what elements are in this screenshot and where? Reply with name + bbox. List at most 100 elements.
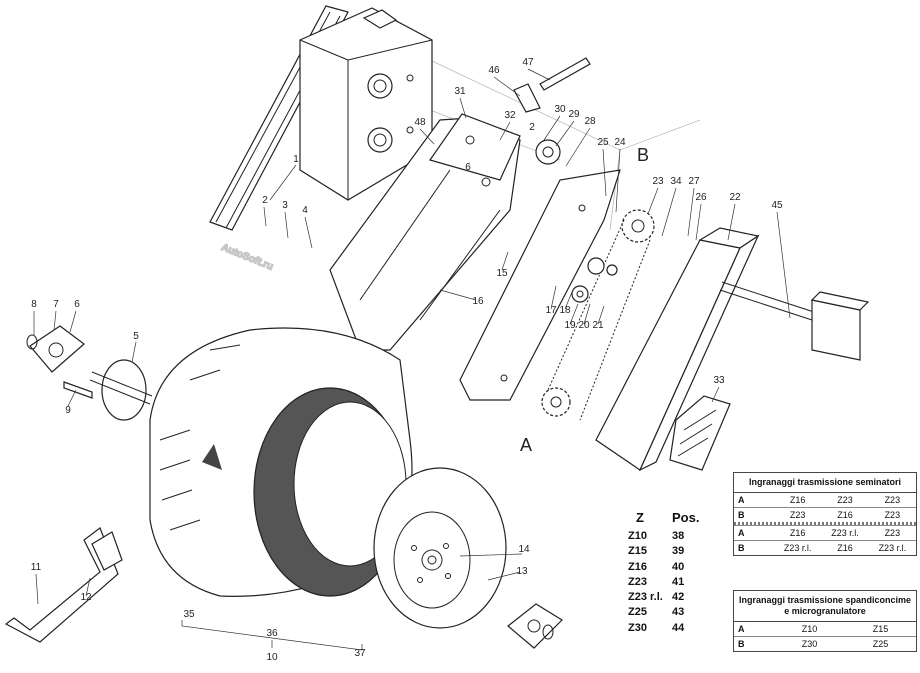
sprocket-b	[621, 209, 655, 243]
section-letter: B	[637, 145, 649, 165]
gearbox-housing	[299, 7, 433, 201]
callout-label: 48	[414, 117, 426, 128]
pos-value: 39	[672, 545, 685, 558]
callout-label: 1	[293, 154, 299, 165]
callout-label: 6	[465, 162, 471, 173]
callout-label: 22	[729, 192, 741, 203]
pos-value: 40	[672, 560, 685, 573]
callout-label: 18	[559, 305, 571, 316]
z-list-row: Z15 39	[628, 544, 718, 559]
callout-label: 7	[53, 299, 59, 310]
bolt-9	[63, 381, 93, 399]
callout-label: 28	[584, 116, 596, 127]
callout-label: 16	[472, 296, 484, 307]
callout-label: 33	[713, 375, 725, 386]
fertilizer-table-title: Ingranaggi trasmissione spandiconcime e …	[734, 591, 916, 622]
callout-label: 15	[496, 268, 508, 279]
row-key: A	[738, 624, 745, 634]
callout-label: 45	[771, 200, 783, 211]
callout-label: 13	[516, 566, 528, 577]
table-cell: Z16	[837, 543, 853, 553]
scraper-bracket	[4, 527, 123, 643]
z-value: Z16	[628, 560, 647, 573]
pos-header: Pos.	[672, 510, 700, 525]
row-key: A	[738, 528, 745, 538]
drive-shaft	[719, 281, 870, 361]
z-list-row: Z23 r.l.42	[628, 590, 718, 605]
z-value: Z23	[628, 575, 647, 588]
idler-parts	[535, 139, 618, 303]
callout-label: 47	[522, 57, 534, 68]
callout-label: 25	[597, 137, 609, 148]
callout-label: 17	[545, 305, 557, 316]
table-separator	[734, 522, 916, 526]
pos-value: 43	[672, 606, 685, 619]
z-list-row: Z23 41	[628, 575, 718, 590]
table-cell: Z25	[872, 639, 889, 649]
wheel-rim	[373, 467, 507, 629]
callout-label: 5	[133, 331, 139, 342]
direction-arrow	[202, 444, 222, 470]
long-bolt	[513, 57, 591, 113]
row-key: A	[738, 495, 745, 505]
table-cell: Z23 r.l.	[783, 543, 812, 553]
z-header: Z	[636, 510, 644, 525]
callout-label: 19	[564, 320, 576, 331]
lower-flange	[507, 603, 563, 649]
callout-label: 34	[670, 176, 682, 187]
callout-label: 2	[529, 122, 535, 133]
swing-arm	[329, 113, 521, 351]
z-value: Z10	[628, 530, 647, 542]
callout-label: 23	[652, 176, 664, 187]
callout-label: 32	[504, 110, 516, 121]
callout-label: 36	[266, 628, 278, 639]
z-list-row: Z16 40	[628, 560, 718, 575]
table-cell: Z16	[837, 510, 853, 520]
callout-label: 4	[302, 205, 308, 216]
table-cell: Z30	[801, 639, 818, 649]
row-key: B	[738, 543, 745, 553]
watermark: AutoSoft.ru	[220, 242, 275, 273]
pos-value: 42	[672, 591, 685, 604]
table-row: B Z23 r.l. Z16 Z23 r.l.	[734, 541, 916, 555]
assembly-bracket	[181, 620, 363, 651]
callout-label: 21	[592, 320, 604, 331]
callout-label: 31	[454, 86, 466, 97]
callout-label: 30	[554, 104, 566, 115]
table-cell: Z23	[884, 528, 901, 538]
table-cell: Z23 r.l.	[878, 543, 907, 553]
callout-label: 27	[688, 176, 700, 187]
section-letter: A	[520, 435, 532, 455]
decal-sticker	[669, 395, 731, 471]
drive-chain	[547, 219, 651, 421]
callout-label: 26	[695, 192, 707, 203]
callout-label: 3	[282, 200, 288, 211]
table-cell: Z23 r.l.	[831, 528, 859, 538]
pos-value: 44	[672, 621, 685, 634]
square-tube	[595, 227, 760, 472]
leader-lines	[33, 68, 791, 605]
z-value: Z30	[628, 621, 647, 634]
table-cell: Z16	[789, 495, 806, 505]
table-cell: Z15	[872, 624, 889, 634]
callout-label: 9	[65, 405, 71, 416]
callout-label: 2	[262, 195, 268, 206]
table-cell: Z23	[884, 495, 901, 505]
hub-flange	[26, 325, 153, 421]
inner-tube	[253, 387, 407, 597]
callout-label: 12	[80, 592, 92, 603]
table-row: B Z30 Z25	[734, 637, 916, 651]
callout-label: 24	[614, 137, 626, 148]
row-key: B	[738, 639, 745, 649]
pos-value: 41	[672, 575, 685, 588]
z-value: Z15	[628, 545, 647, 558]
